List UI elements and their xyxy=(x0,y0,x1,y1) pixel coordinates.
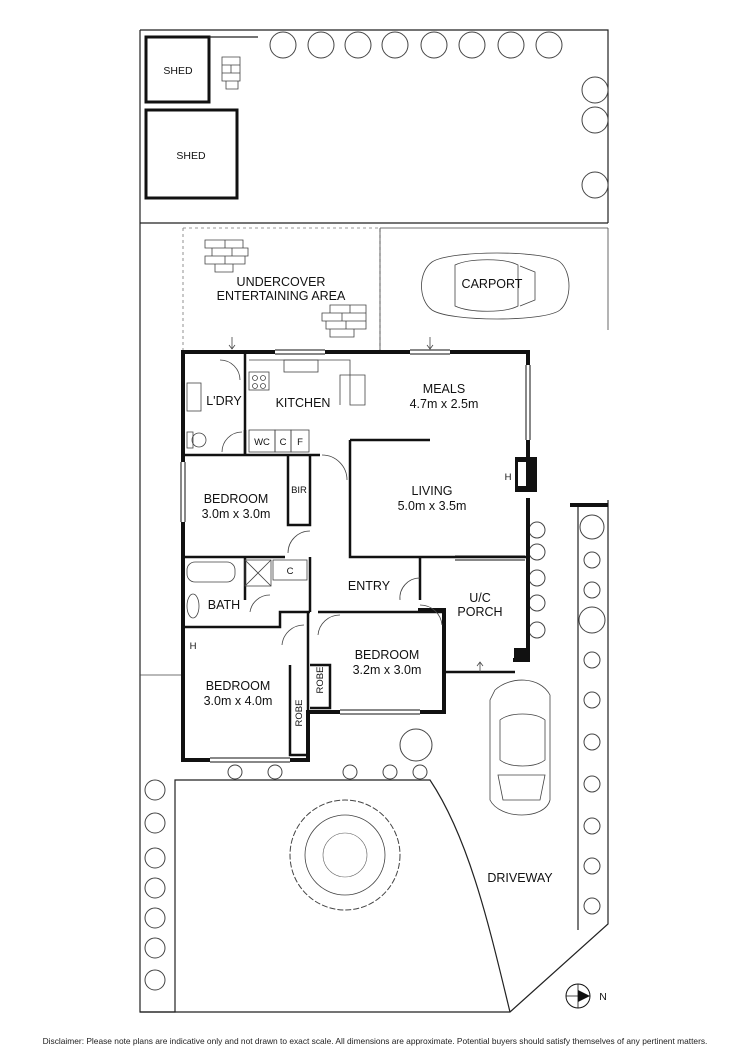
bedroom-c-label: BEDROOM xyxy=(206,679,271,693)
bedroom-b-label: BEDROOM xyxy=(355,648,420,662)
paving-pattern xyxy=(204,56,367,338)
bath-label: BATH xyxy=(208,598,240,612)
heater-h1-label: H xyxy=(505,472,512,483)
shed-2-label: SHED xyxy=(176,150,206,162)
entry-label: ENTRY xyxy=(348,579,391,593)
front-garden-edge xyxy=(140,779,511,1013)
kitchen-fixtures xyxy=(248,359,366,453)
carport-car xyxy=(421,252,570,320)
shed-2: SHED xyxy=(144,108,239,200)
entertaining-label-2: ENTERTAINING AREA xyxy=(217,289,346,303)
porch-post xyxy=(514,648,528,662)
pergola-outline xyxy=(182,227,381,352)
bedroom-a-label: BEDROOM xyxy=(204,492,269,506)
living-label: LIVING xyxy=(412,484,453,498)
driveway-car xyxy=(489,679,551,816)
kitchen-label: KITCHEN xyxy=(276,396,331,410)
porch-label-1: U/C xyxy=(469,591,491,605)
bedroom-a-size: 3.0m x 3.0m xyxy=(202,507,271,521)
bath-fixtures xyxy=(186,559,308,619)
bir-label: BIR xyxy=(291,485,307,496)
compass-icon xyxy=(565,983,591,1009)
disclaimer-text: Disclaimer: Please note plans are indica… xyxy=(42,1036,708,1046)
fireplace xyxy=(515,457,537,492)
laundry-label: L'DRY xyxy=(206,394,242,408)
compass-north-label: N xyxy=(599,991,607,1003)
bedroom-c-size: 3.0m x 4.0m xyxy=(204,694,273,708)
doors xyxy=(249,454,443,646)
laundry-fixtures xyxy=(186,359,243,453)
door-arrows xyxy=(228,337,484,672)
driveway-label: DRIVEWAY xyxy=(487,871,553,885)
linen-c-label: C xyxy=(287,566,294,577)
meals-label: MEALS xyxy=(423,382,465,396)
feature-tree xyxy=(289,799,401,911)
shed-1-label: SHED xyxy=(163,65,193,77)
cupboard-c-label: C xyxy=(280,437,287,448)
bedroom-b-size: 3.2m x 3.0m xyxy=(353,663,422,677)
carport-label: CARPORT xyxy=(462,277,523,291)
entertaining-label-1: UNDERCOVER xyxy=(237,275,326,289)
heater-h2-label: H xyxy=(190,641,197,652)
interior-walls xyxy=(183,352,528,757)
robe-2-label: ROBE xyxy=(294,700,305,727)
shed-1: SHED xyxy=(144,35,211,104)
fridge-f-label: F xyxy=(297,437,303,448)
porch-label-2: PORCH xyxy=(457,605,502,619)
carport-outline xyxy=(379,227,608,352)
wc-label: WC xyxy=(254,437,270,448)
living-size: 5.0m x 3.5m xyxy=(398,499,467,513)
meals-size: 4.7m x 2.5m xyxy=(410,397,479,411)
shrubs xyxy=(144,31,609,991)
robe-1-label: ROBE xyxy=(315,667,326,694)
